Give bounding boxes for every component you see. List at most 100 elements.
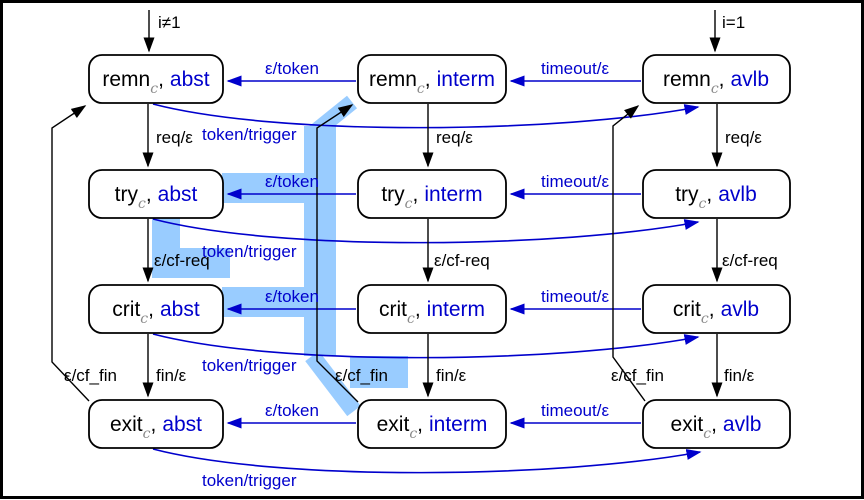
state-status: avlb bbox=[718, 183, 757, 206]
state-label-crit-avlb: critc, avlb bbox=[673, 298, 759, 327]
state-status: abst bbox=[170, 68, 210, 91]
edge-label-cfreq-interm: ε/cf-req bbox=[434, 251, 490, 270]
state-exit-abst bbox=[88, 399, 224, 449]
edge-label-timeout-try: timeout/ε bbox=[541, 172, 609, 191]
edge-label-timeout-exit: timeout/ε bbox=[541, 401, 609, 420]
state-label-try-interm: tryc,interm bbox=[381, 183, 482, 212]
edge-label-fin-avlb: fin/ε bbox=[724, 366, 755, 385]
state-status: avlb bbox=[723, 413, 762, 436]
state-subscript: c bbox=[409, 426, 417, 442]
state-separator: , bbox=[150, 413, 156, 436]
state-subscript: c bbox=[143, 426, 151, 442]
edge-label-token-trigger-crit: token/trigger bbox=[202, 356, 297, 375]
state-status: interm bbox=[424, 183, 482, 206]
edge-token-trigger-try bbox=[152, 218, 700, 244]
epsilon-token-edges bbox=[226, 75, 356, 429]
state-label-exit-interm: exitc, interm bbox=[377, 413, 488, 442]
state-name: remn bbox=[102, 68, 150, 91]
state-status: avlb bbox=[721, 298, 760, 321]
edge-label-fin-abst: fin/ε bbox=[156, 366, 187, 385]
state-name: try bbox=[381, 183, 405, 206]
state-separator: , bbox=[146, 183, 152, 206]
state-separator: , bbox=[706, 183, 712, 206]
state-try-abst bbox=[88, 169, 224, 219]
state-separator: , bbox=[148, 298, 154, 321]
state-label-remn-avlb: remnc,avlb bbox=[663, 68, 769, 97]
state-label-remn-abst: remnc, abst bbox=[102, 68, 209, 97]
state-label-try-avlb: tryc, avlb bbox=[675, 183, 757, 212]
state-subscript: c bbox=[701, 311, 709, 327]
state-label-try-abst: tryc, abst bbox=[115, 183, 198, 212]
state-name: crit bbox=[112, 298, 140, 321]
state-name: crit bbox=[673, 298, 701, 321]
edge-label-req-interm: req/ε bbox=[436, 128, 473, 147]
edge-label-cffin-abst: ε/cf_fin bbox=[64, 366, 117, 385]
state-label-crit-interm: critc, interm bbox=[379, 298, 485, 327]
state-crit-avlb bbox=[642, 284, 791, 334]
state-label-exit-avlb: exitc,avlb bbox=[671, 413, 762, 442]
state-status: abst bbox=[160, 298, 200, 321]
state-status: abst bbox=[162, 413, 202, 436]
state-exit-avlb bbox=[642, 399, 791, 449]
state-separator: , bbox=[425, 68, 431, 91]
state-status: avlb bbox=[731, 68, 770, 91]
initial-label-right: i=1 bbox=[722, 13, 745, 32]
state-name: try bbox=[675, 183, 699, 206]
state-name: exit bbox=[671, 413, 704, 436]
edge-label-timeout-crit: timeout/ε bbox=[541, 287, 609, 306]
edge-label-fin-interm: fin/ε bbox=[436, 366, 467, 385]
highlight-segment bbox=[305, 350, 361, 417]
states bbox=[88, 54, 791, 449]
state-subscript: c bbox=[138, 196, 146, 212]
state-status: abst bbox=[158, 183, 198, 206]
edge-label-token-trigger-exit: token/trigger bbox=[202, 471, 297, 490]
state-crit-abst bbox=[88, 284, 224, 334]
state-label-remn-interm: remnc,interm bbox=[369, 68, 495, 97]
edge-cffin-interm bbox=[316, 104, 359, 403]
state-subscript: c bbox=[407, 311, 415, 327]
state-name: exit bbox=[110, 413, 143, 436]
state-remn-interm bbox=[357, 54, 507, 104]
edge-label-token-trigger-remn: token/trigger bbox=[202, 125, 297, 144]
state-separator: , bbox=[711, 413, 717, 436]
state-try-interm bbox=[357, 169, 507, 219]
state-name: crit bbox=[379, 298, 407, 321]
state-try-avlb bbox=[642, 169, 791, 219]
state-status: interm bbox=[437, 68, 495, 91]
state-status: interm bbox=[429, 413, 487, 436]
edge-label-cfreq-abst: ε/cf-req bbox=[154, 251, 210, 270]
timeout-edges bbox=[509, 75, 641, 429]
state-separator: , bbox=[417, 413, 423, 436]
state-separator: , bbox=[158, 68, 164, 91]
edge-label-etoken-remn: ε/token bbox=[265, 59, 319, 78]
state-separator: , bbox=[415, 298, 421, 321]
edge-label-token-trigger-try: token/trigger bbox=[202, 242, 297, 261]
state-name: try bbox=[115, 183, 139, 206]
edge-label-etoken-crit: ε/token bbox=[265, 287, 319, 306]
state-separator: , bbox=[412, 183, 418, 206]
edge-token-trigger-crit bbox=[152, 333, 700, 359]
initial-label-left: i≠1 bbox=[158, 13, 181, 32]
state-subscript: c bbox=[711, 81, 719, 97]
state-separator: , bbox=[719, 68, 725, 91]
state-separator: , bbox=[709, 298, 715, 321]
edge-label-etoken-try: ε/token bbox=[265, 172, 319, 191]
edge-label-cffin-interm: ε/cf_fin bbox=[335, 366, 388, 385]
edge-cffin-avlb bbox=[612, 105, 646, 402]
state-remn-abst bbox=[88, 54, 224, 104]
state-subscript: c bbox=[699, 196, 707, 212]
state-subscript: c bbox=[150, 81, 158, 97]
edge-label-cfreq-avlb: ε/cf-req bbox=[722, 251, 778, 270]
state-label-crit-abst: critc,abst bbox=[112, 298, 200, 327]
state-labels: remnc,abst remnc,interm remnc,avlb tryc,… bbox=[102, 68, 769, 442]
edge-label-cffin-avlb: ε/cf_fin bbox=[611, 366, 664, 385]
edge-labels: i≠1 i=1 req/ε req/ε req/ε ε/cf-req ε/cf-… bbox=[64, 13, 778, 490]
edge-label-req-abst: req/ε bbox=[156, 128, 193, 147]
state-status: interm bbox=[427, 298, 485, 321]
state-crit-interm bbox=[357, 284, 507, 334]
state-name: exit bbox=[377, 413, 410, 436]
state-name: remn bbox=[369, 68, 417, 91]
edge-token-trigger-exit bbox=[152, 448, 702, 474]
black-edges bbox=[51, 10, 723, 403]
